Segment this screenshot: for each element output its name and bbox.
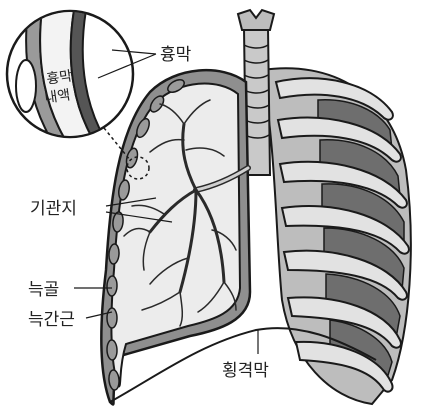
inset-bubble	[16, 60, 36, 112]
label-rib: 늑골	[28, 280, 59, 300]
rib-section	[107, 308, 117, 328]
label-pleura: 흉막	[160, 45, 192, 65]
label-diaphragm: 횡격막	[222, 361, 269, 381]
larynx	[238, 10, 274, 30]
label-intercostal-muscle: 늑간근	[28, 310, 75, 330]
rib-cage	[262, 68, 411, 404]
rib-section	[107, 340, 118, 360]
rib-section	[107, 276, 118, 296]
lung	[101, 70, 250, 404]
label-bronchus: 기관지	[30, 199, 77, 219]
